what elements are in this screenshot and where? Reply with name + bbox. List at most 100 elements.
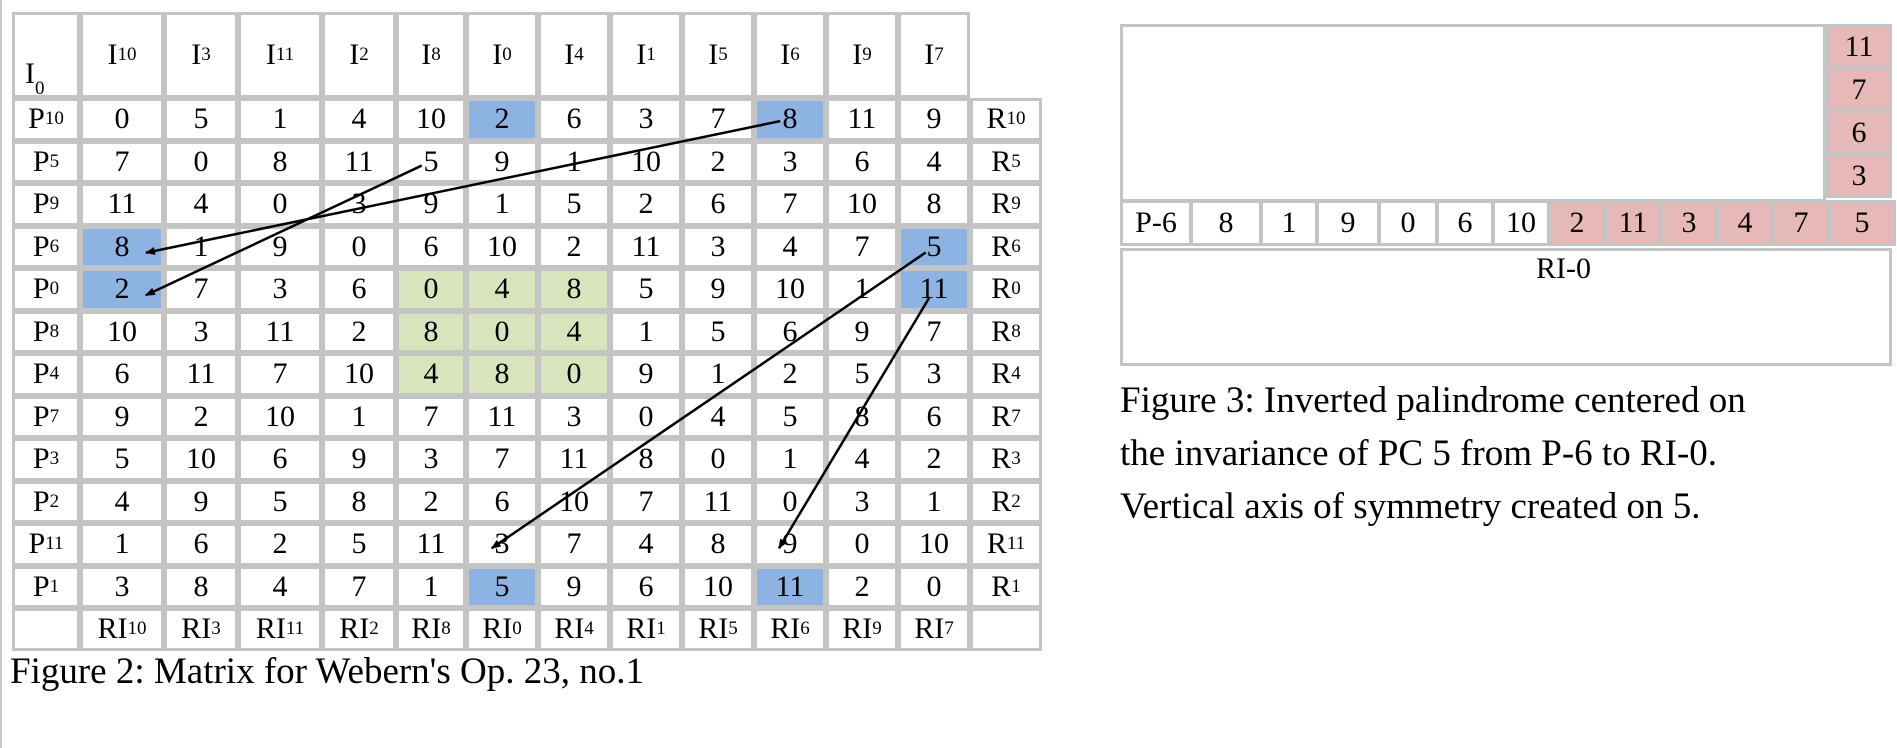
label-base: P (32, 314, 50, 348)
matrix-cell: 4 (610, 523, 682, 566)
row-cell: 6 (1436, 200, 1494, 246)
row-cell: 11 (1604, 200, 1662, 246)
row-cell: 0 (1378, 200, 1438, 246)
column-cell: 6 (1826, 110, 1892, 155)
label-base: R (986, 102, 1007, 136)
matrix-cell: 4 (826, 438, 898, 481)
matrix-cell: 0 (80, 98, 164, 141)
row-cell: 5 (1828, 200, 1896, 246)
row-label: P-6 (1120, 200, 1192, 246)
matrix-cell: 7 (610, 480, 682, 523)
matrix-cell: 5 (396, 140, 466, 183)
matrix-cell: 5 (538, 183, 610, 226)
matrix-cell: 4 (682, 395, 754, 438)
matrix-cell: 6 (610, 565, 682, 608)
label-base: RI (554, 612, 585, 646)
label-base: P (32, 484, 50, 518)
matrix-cell: 10 (396, 98, 466, 141)
matrix-cell: 0 (238, 183, 322, 226)
matrix-cell: 1 (322, 395, 396, 438)
matrix-cell: 11 (396, 523, 466, 566)
figure-3-caption: Figure 3: Inverted palindrome centered o… (1120, 374, 1746, 533)
matrix-cell: 10 (826, 183, 898, 226)
figure-2-caption: Figure 2: Matrix for Webern's Op. 23, no… (10, 651, 644, 692)
matrix-cell: 0 (898, 565, 970, 608)
matrix-cell: 6 (466, 480, 538, 523)
matrix-cell: 6 (396, 225, 466, 268)
matrix-cell: 11 (538, 438, 610, 481)
matrix-cell: 8 (682, 523, 754, 566)
matrix-cell: 10 (682, 565, 754, 608)
matrix-cell: 11 (826, 98, 898, 141)
matrix-cell: 3 (164, 310, 238, 353)
figure-3-caption-line: the invariance of PC 5 from P-6 to RI-0. (1120, 433, 1718, 474)
label-base: RI (339, 612, 370, 646)
label-base: R (991, 442, 1012, 476)
matrix-cell: 8 (610, 438, 682, 481)
row-cell: 7 (1772, 200, 1830, 246)
matrix-cell: 6 (80, 353, 164, 396)
matrix-cell: 9 (322, 438, 396, 481)
label-base: P (32, 272, 50, 306)
matrix-cell: 8 (164, 565, 238, 608)
matrix-cell: 5 (80, 438, 164, 481)
matrix-cell: 1 (164, 225, 238, 268)
matrix-cell: 2 (754, 353, 826, 396)
label-base: I (780, 38, 791, 71)
matrix-cell: 5 (322, 523, 396, 566)
label-base: RI (626, 612, 657, 646)
label-base: I (708, 38, 719, 71)
matrix-cell: 9 (826, 310, 898, 353)
matrix-cell: 3 (466, 523, 538, 566)
matrix-cell: 2 (322, 310, 396, 353)
row-cell: 3 (1660, 200, 1718, 246)
label-base: RI (181, 612, 212, 646)
matrix-cell: 5 (682, 310, 754, 353)
label-base: P (28, 527, 46, 561)
matrix-cell: 3 (898, 353, 970, 396)
matrix-cell: 7 (826, 225, 898, 268)
matrix-cell: 7 (754, 183, 826, 226)
matrix-cell: 4 (898, 140, 970, 183)
label-base: P (32, 229, 50, 263)
matrix-cell: 1 (610, 310, 682, 353)
matrix-cell: 7 (538, 523, 610, 566)
matrix-cell: 9 (396, 183, 466, 226)
label-base: R (991, 144, 1012, 178)
label-base: I (421, 38, 432, 71)
matrix-cell: 1 (80, 523, 164, 566)
label-base: I (107, 38, 118, 71)
figure-3-caption-line: Vertical axis of symmetry created on 5. (1120, 486, 1701, 527)
label-base: RI (698, 612, 729, 646)
label-base: R (991, 399, 1012, 433)
matrix-cell: 7 (322, 565, 396, 608)
label-base: P (32, 144, 50, 178)
row-cell: 9 (1316, 200, 1380, 246)
matrix-cell: 3 (826, 480, 898, 523)
matrix-cell: 10 (754, 268, 826, 311)
